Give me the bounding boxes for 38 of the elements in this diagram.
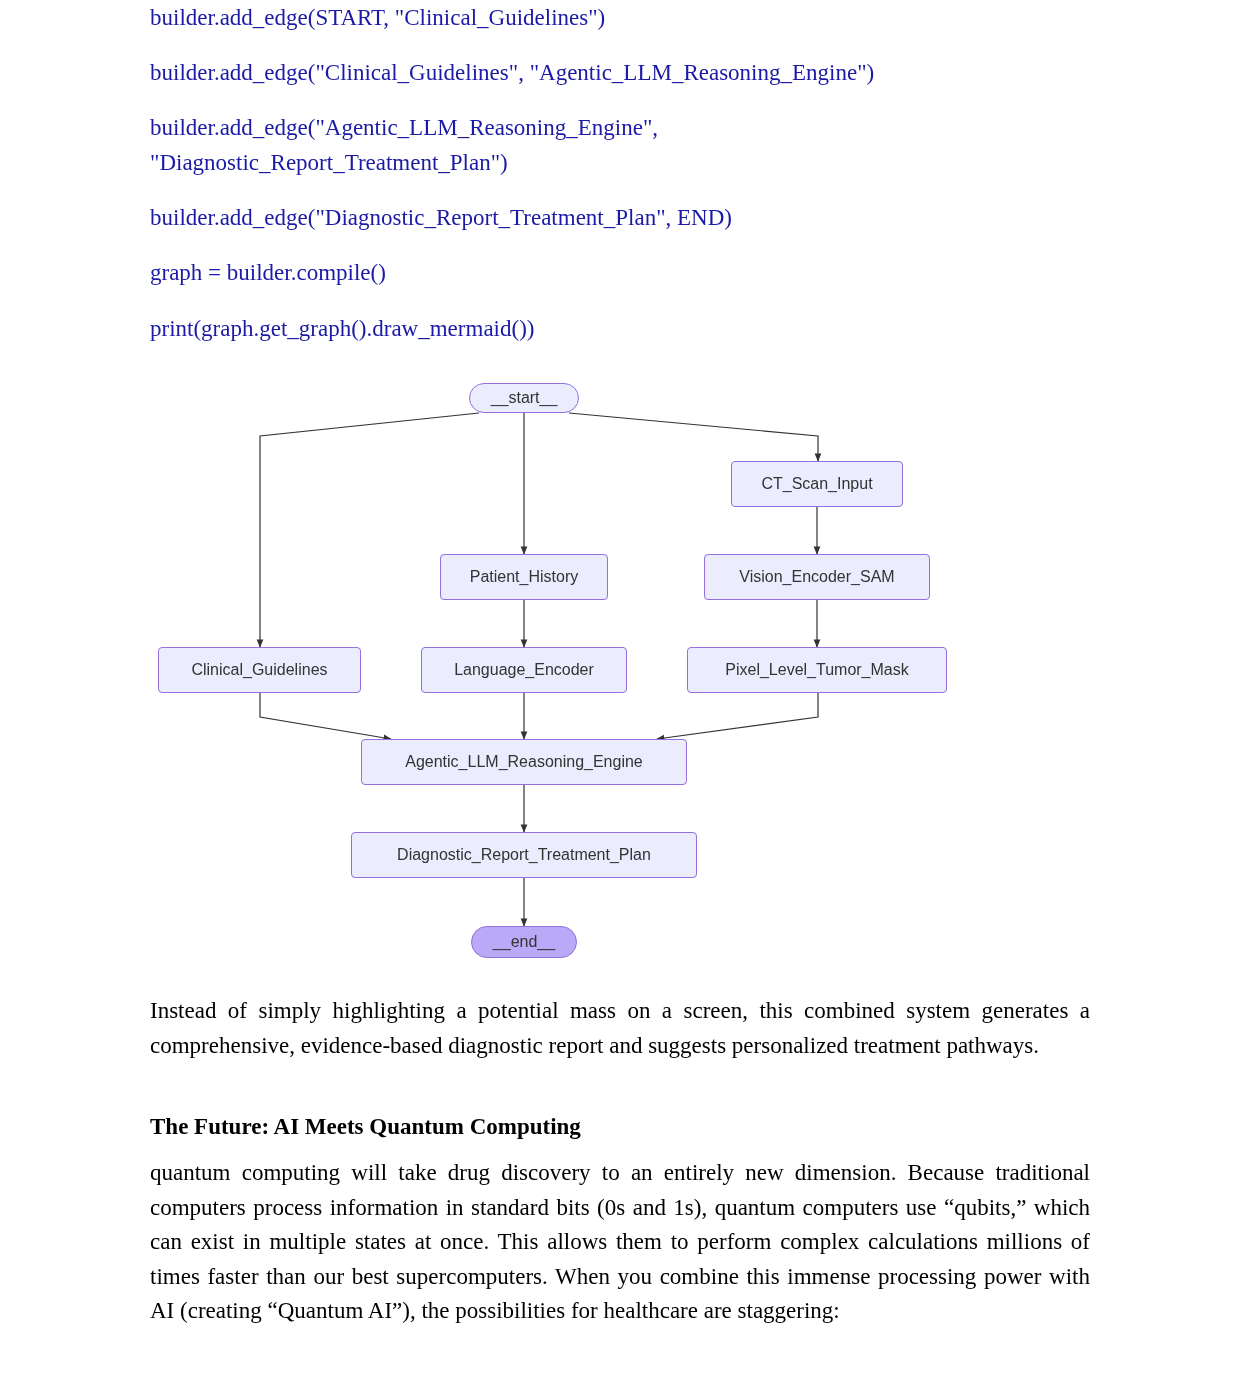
section-heading: The Future: AI Meets Quantum Computing (150, 1113, 581, 1141)
arrow (813, 599, 821, 648)
node-label: Agentic_LLM_Reasoning_Engine (405, 753, 643, 771)
arrow (813, 506, 821, 555)
paragraph: Instead of simply highlighting a potential mass on a screen, this combined system generates a comprehensive, evidence-based diagnostic report and suggests personalized treatment pathways. (150, 997, 1090, 1060)
process-box (704, 554, 930, 600)
node-label: Diagnostic_Report_Treatment_Plan (397, 846, 651, 864)
terminal-pill (471, 926, 577, 958)
code-line: print(graph.get_graph().draw_mermaid()) (150, 315, 535, 343)
code-line: builder.add_edge("Agentic_LLM_Reasoning_Engine", "Diagnostic_Report_Treatment_Plan") (150, 114, 660, 177)
arrow (520, 784, 528, 833)
node-label: Clinical_Guidelines (191, 661, 328, 679)
node-label: __end__ (492, 933, 556, 951)
process-box (687, 647, 947, 693)
node-label: Patient_History (469, 568, 579, 586)
terminal-pill (469, 383, 579, 413)
node-label: Vision_Encoder_SAM (739, 568, 895, 586)
arrow (256, 412, 480, 648)
paragraph: quantum computing will take drug discovery to an entirely new dimension. Because traditional computers process information in standard bits (0s and 1s), quantum computers use “qubits,” which can exist in multiple states at once. This allows them to perform complex calculations millions of times faster than our best supercomputers. When you combine this immense processing power with AI (creating “Quantum AI”), the possibilities for healthcare are staggering: (150, 1159, 1090, 1325)
node-label: CT_Scan_Input (761, 475, 873, 493)
process-box (361, 739, 687, 785)
process-box (158, 647, 361, 693)
node-label: __start__ (490, 389, 558, 407)
process-box (440, 554, 608, 600)
code-line: builder.add_edge("Clinical_Guidelines", "Agentic_LLM_Reasoning_Engine") (150, 59, 875, 87)
process-box (351, 832, 697, 878)
arrow (520, 877, 528, 927)
code-line: builder.add_edge(START, "Clinical_Guidelines") (150, 4, 606, 32)
node-label: Language_Encoder (454, 661, 594, 679)
arrow (520, 412, 528, 555)
arrow (520, 692, 528, 740)
arrow (568, 412, 822, 462)
process-box (731, 461, 903, 507)
process-box (421, 647, 627, 693)
node-label: Pixel_Level_Tumor_Mask (725, 661, 909, 679)
code-line: builder.add_edge("Diagnostic_Report_Treatment_Plan", END) (150, 204, 732, 232)
arrow (520, 599, 528, 648)
code-line: graph = builder.compile() (150, 259, 386, 287)
